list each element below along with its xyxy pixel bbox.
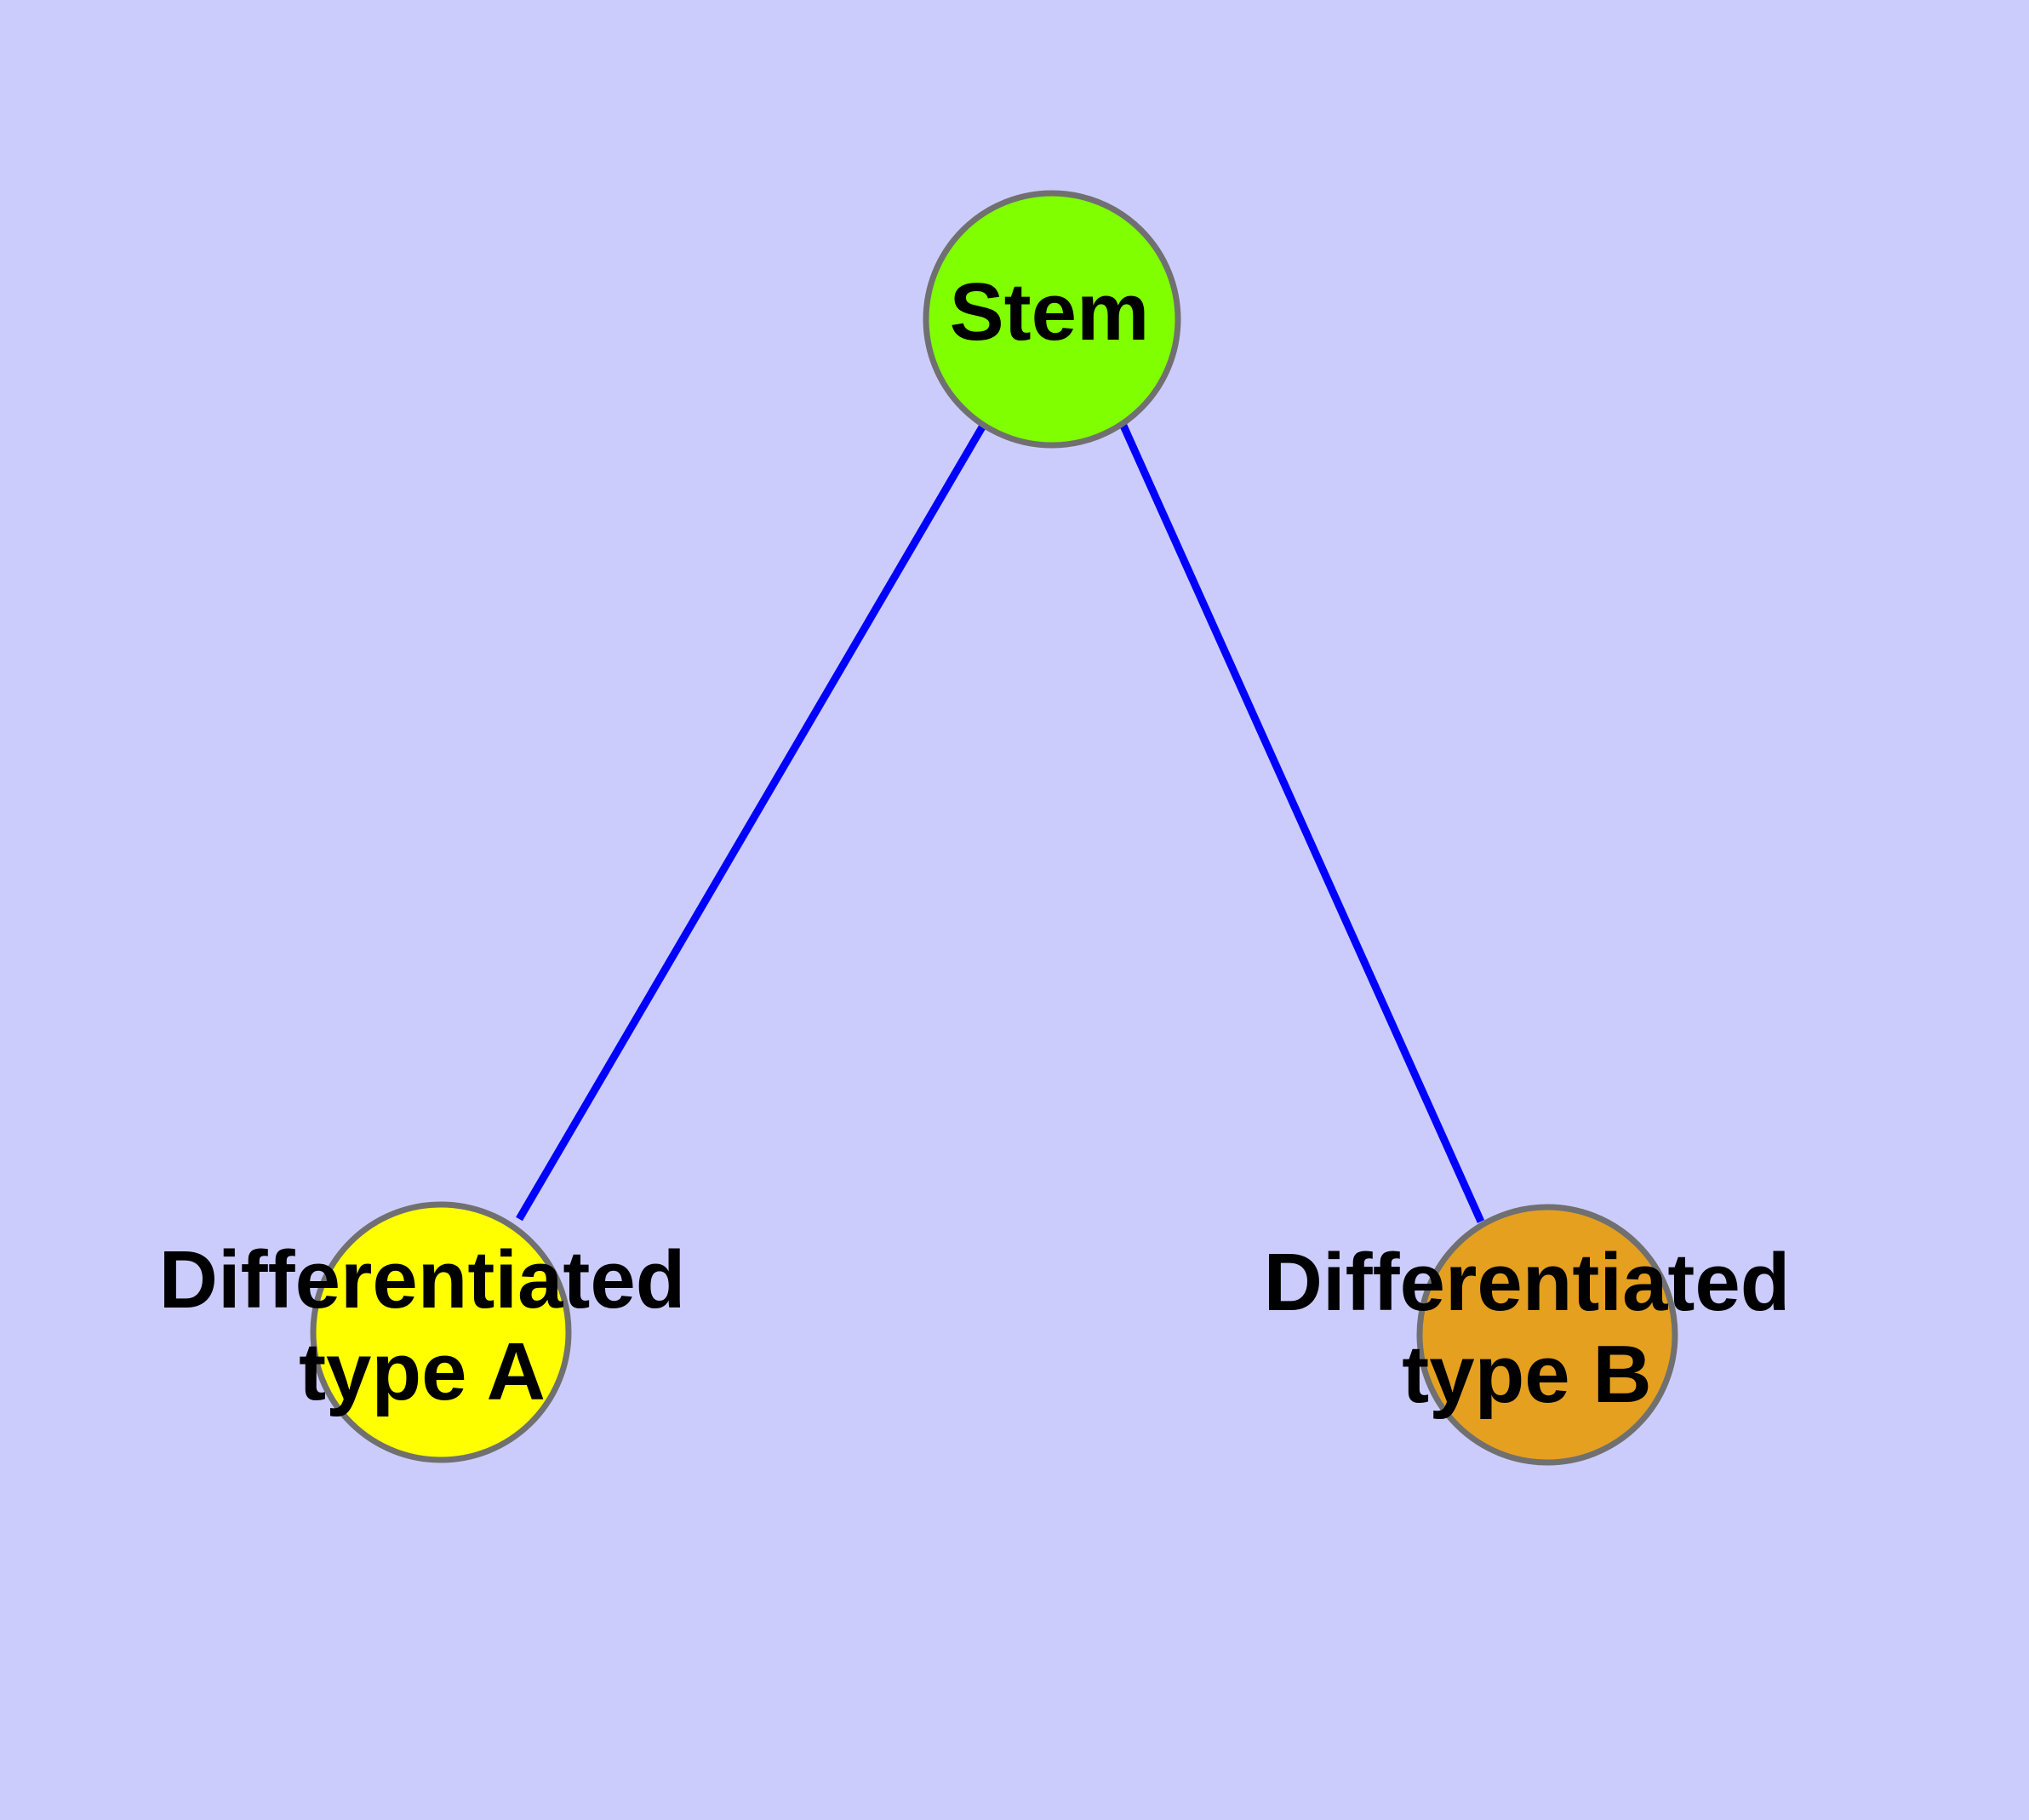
node-label-line: Differentiated — [159, 1235, 686, 1326]
node-label-line: Differentiated — [1264, 1238, 1791, 1329]
node-label-line: type A — [299, 1326, 546, 1417]
graph-edge-stem-to-diff-b — [1119, 424, 1485, 1223]
graph-edge-stem-to-diff-a — [516, 423, 986, 1222]
graph-node-stem[interactable] — [923, 190, 1181, 449]
node-label-line: type B — [1402, 1329, 1651, 1420]
nodes-layer — [310, 190, 1678, 1466]
node-label-line: Stem — [950, 266, 1150, 358]
graph-node-diff_b[interactable] — [1416, 1204, 1678, 1466]
node-label-stem: Stem — [950, 266, 1150, 358]
graph-node-diff_a[interactable] — [310, 1201, 572, 1463]
edges-layer — [516, 423, 1485, 1223]
